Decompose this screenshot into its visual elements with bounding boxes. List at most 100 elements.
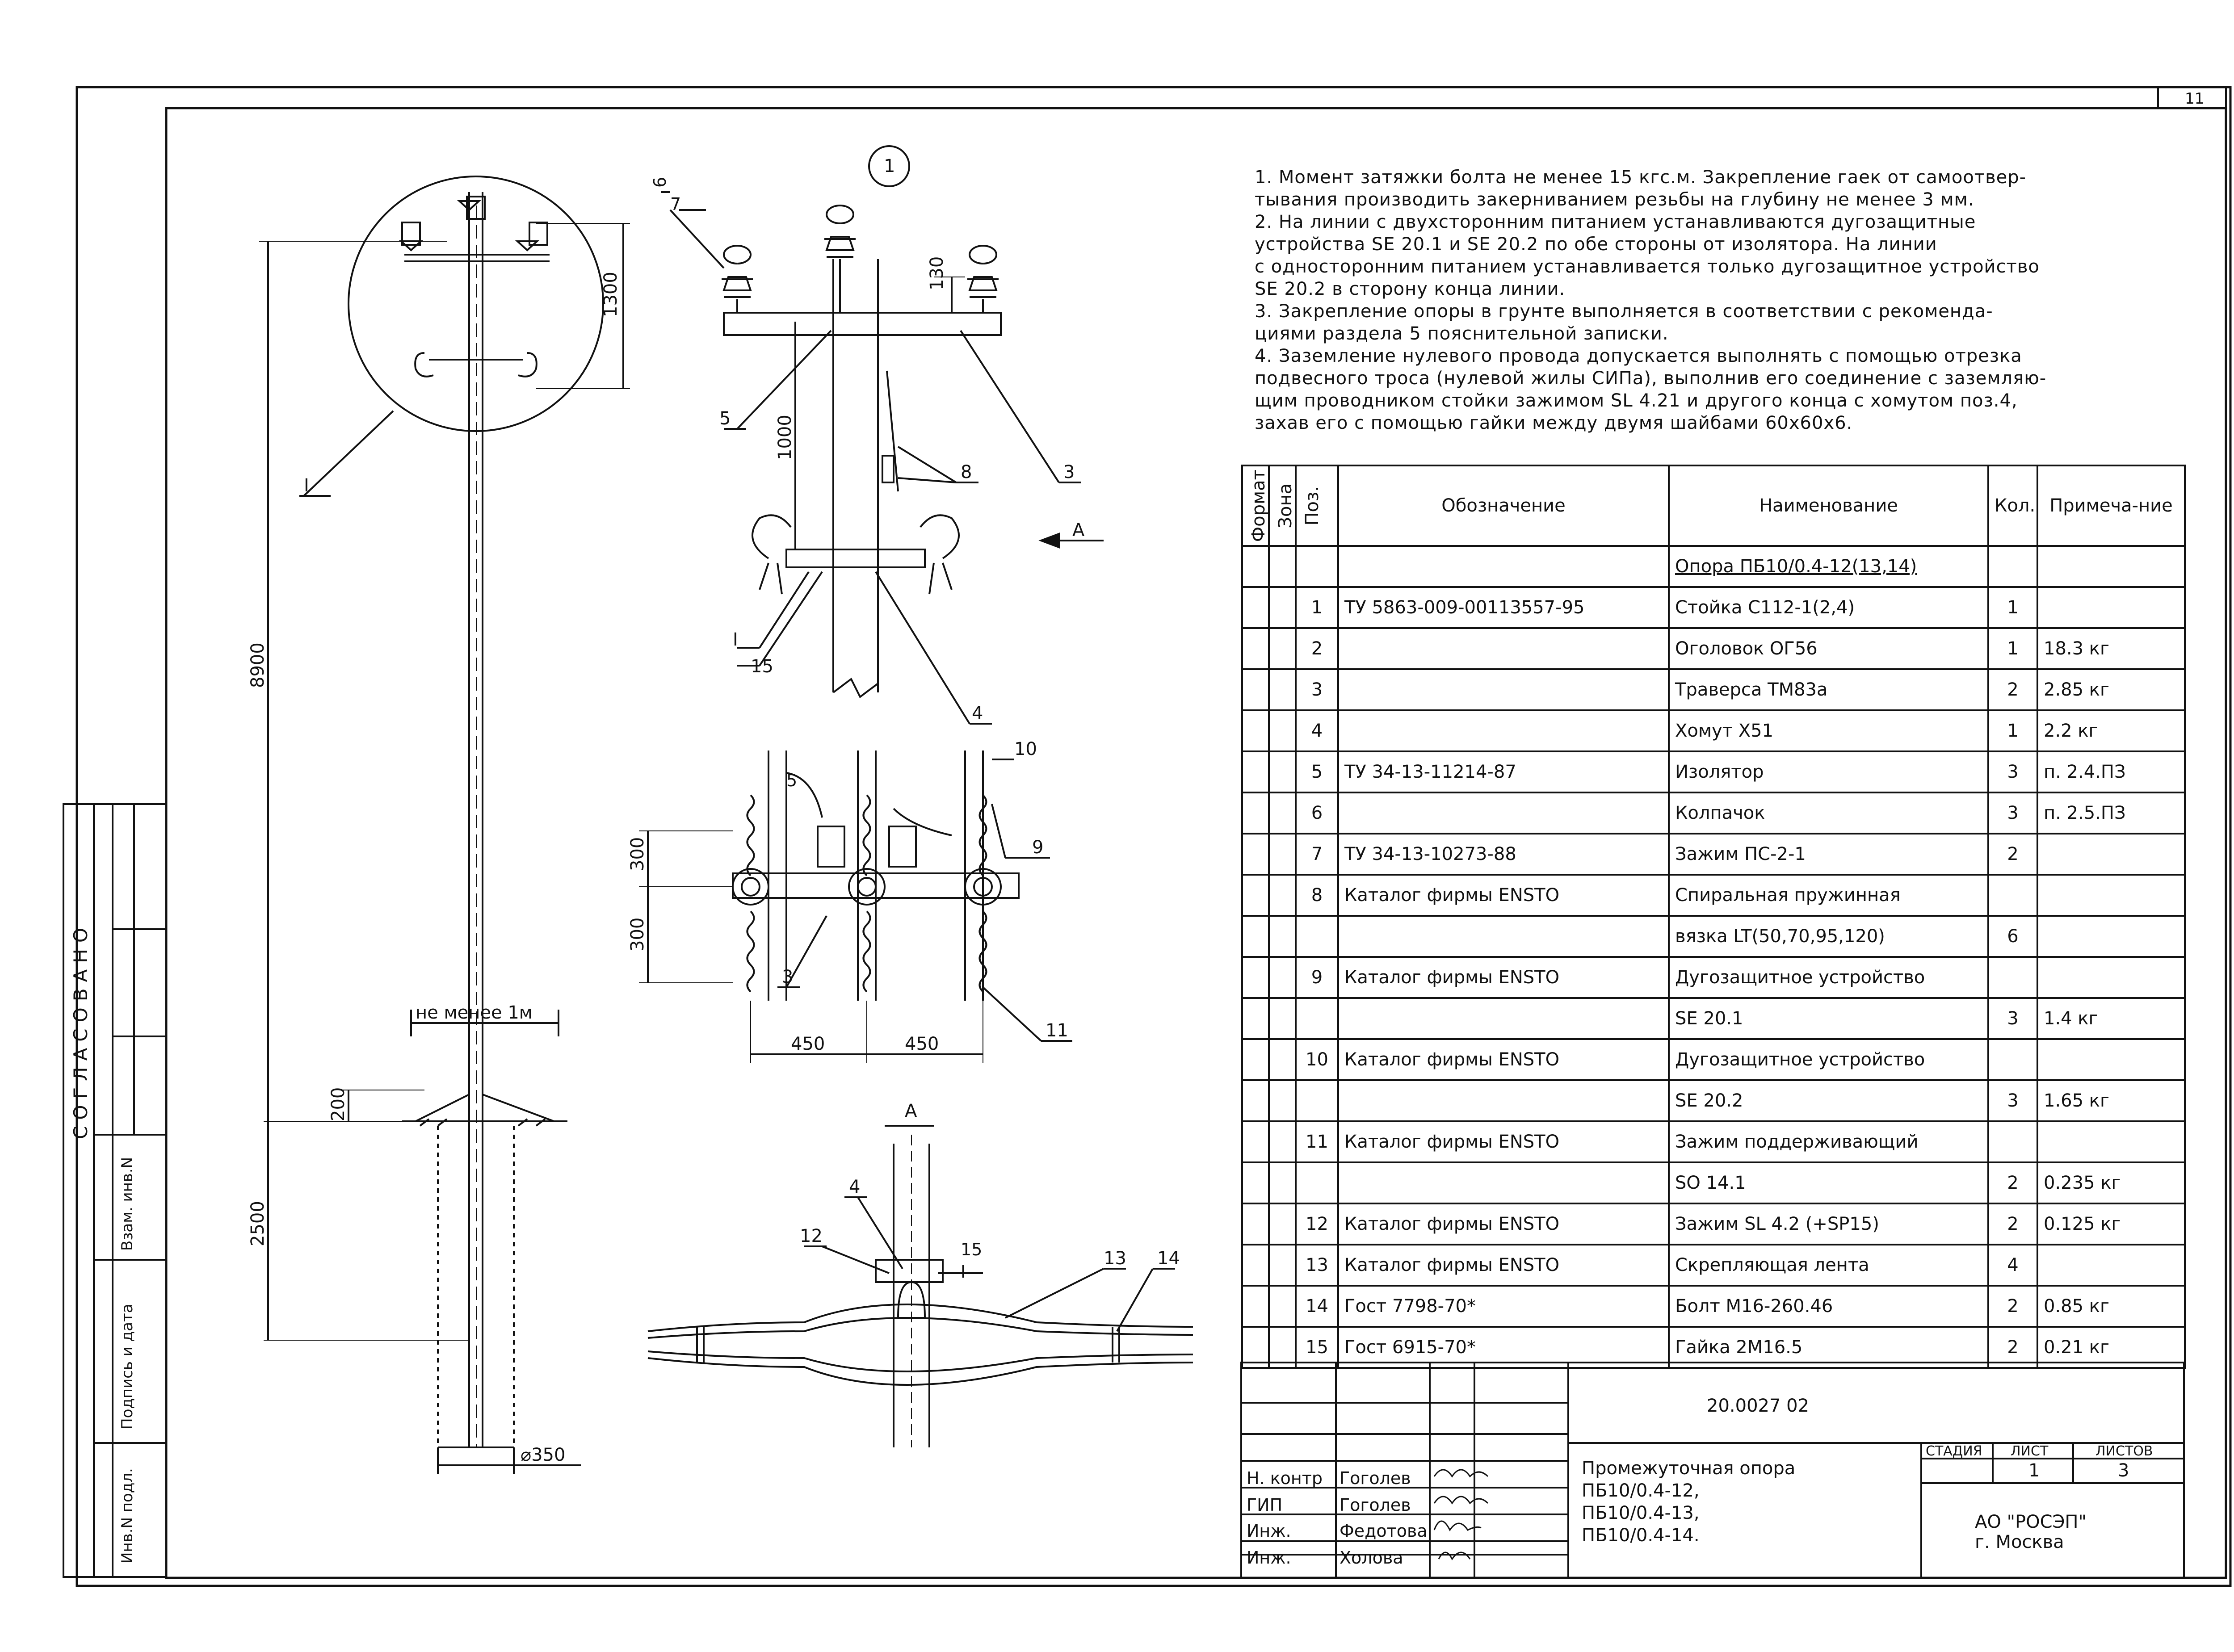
cell-qty: 2 bbox=[1987, 668, 2038, 711]
cell-zone bbox=[1268, 1203, 1297, 1245]
cell-qty: 2 bbox=[1987, 1161, 2038, 1204]
cell-zone bbox=[1268, 1285, 1297, 1328]
org-line-1: АО "РОСЭП" bbox=[1975, 1512, 2087, 1532]
role-4: Инж. bbox=[1247, 1548, 1291, 1568]
cell-pos: 6 bbox=[1295, 792, 1339, 834]
role-3: Инж. bbox=[1247, 1521, 1291, 1541]
cell-format bbox=[1241, 997, 1270, 1040]
dim-plan-300-top: 300 bbox=[627, 837, 648, 871]
cell-format bbox=[1241, 1120, 1270, 1163]
cell-name: Дугозащитное устройство bbox=[1668, 1038, 1989, 1081]
cell-name: Колпачок bbox=[1668, 792, 1989, 834]
callout-2: 3 bbox=[1063, 462, 1075, 482]
callout-15: I bbox=[733, 629, 738, 650]
callout-13: 14 bbox=[1157, 1248, 1180, 1269]
cell-name: SE 20.2 bbox=[1668, 1079, 1989, 1122]
note-line: щим проводником стойки зажимом SL 4.21 и… bbox=[1255, 390, 2018, 411]
cell-designation bbox=[1337, 668, 1670, 711]
cell-name: Дугозащитное устройство bbox=[1668, 956, 1989, 999]
cell-designation bbox=[1337, 1161, 1670, 1204]
cell-designation bbox=[1337, 627, 1670, 670]
cell-pos: 2 bbox=[1295, 627, 1339, 670]
cell-zone bbox=[1268, 751, 1297, 793]
cell-qty: 1 bbox=[1987, 586, 2038, 629]
cell-name: Стойка С112-1(2,4) bbox=[1668, 586, 1989, 629]
side-field-signature: Подпись и дата bbox=[118, 1304, 136, 1430]
cell-pos: 12 bbox=[1295, 1203, 1339, 1245]
cell-format bbox=[1241, 545, 1270, 588]
note-line: подвесного троса (нулевой жилы СИПа), вы… bbox=[1255, 368, 2047, 389]
cell-format bbox=[1241, 709, 1270, 752]
cell-qty: 2 bbox=[1987, 1285, 2038, 1328]
dim-min-1m: не менее 1м bbox=[416, 1002, 533, 1023]
cell-qty bbox=[1987, 956, 2038, 999]
callout-9: 10 bbox=[1014, 739, 1037, 759]
cell-qty: 3 bbox=[1987, 792, 2038, 834]
callout-4b: 5 bbox=[786, 771, 797, 790]
cell-format bbox=[1241, 668, 1270, 711]
callout-11: 12 bbox=[800, 1226, 823, 1246]
callout-5: 6 bbox=[650, 177, 670, 188]
cell-note: 0.21 кг bbox=[2037, 1326, 2186, 1369]
cell-zone bbox=[1268, 1120, 1297, 1163]
side-stamp bbox=[63, 803, 167, 1578]
cell-note: 0.85 кг bbox=[2037, 1285, 2186, 1328]
dim-2500: 2500 bbox=[248, 1201, 268, 1246]
cell-name: Хомут Х51 bbox=[1668, 709, 1989, 752]
cell-format bbox=[1241, 627, 1270, 670]
dim-plan-450-right: 450 bbox=[905, 1034, 939, 1054]
cell-qty bbox=[1987, 1038, 2038, 1081]
cell-qty bbox=[1987, 545, 2038, 588]
cell-pos bbox=[1295, 545, 1339, 588]
note-line: с односторонним питанием устанавливается… bbox=[1255, 256, 2040, 277]
cell-qty: 6 bbox=[1987, 915, 2038, 958]
cell-name: Траверса ТМ83а bbox=[1668, 668, 1989, 711]
cell-designation: ТУ 34-13-10273-88 bbox=[1337, 833, 1670, 876]
cell-note bbox=[2037, 1038, 2186, 1081]
cell-pos: 5 bbox=[1295, 751, 1339, 793]
note-line: 2. На линии с двухсторонним питанием уст… bbox=[1255, 212, 1976, 232]
header-pos: Поз. bbox=[1295, 465, 1339, 547]
cell-designation: Каталог фирмы ENSTO bbox=[1337, 956, 1670, 999]
cell-note bbox=[2037, 833, 2186, 876]
cell-pos: 1 bbox=[1295, 586, 1339, 629]
cell-note: 0.125 кг bbox=[2037, 1203, 2186, 1245]
dim-1000: 1000 bbox=[775, 415, 795, 460]
cell-zone bbox=[1268, 668, 1297, 711]
cell-designation bbox=[1337, 915, 1670, 958]
stage-label: СТАДИЯ bbox=[1926, 1443, 1982, 1459]
cell-note: 2.85 кг bbox=[2037, 668, 2186, 711]
cell-pos: 7 bbox=[1295, 833, 1339, 876]
header-designation: Обозначение bbox=[1337, 465, 1670, 547]
page-number-box bbox=[2157, 86, 2227, 109]
cell-name: Болт М16-260.46 bbox=[1668, 1285, 1989, 1328]
view-number: 1 bbox=[884, 156, 895, 176]
cell-designation: Каталог фирмы ENSTO bbox=[1337, 1203, 1670, 1245]
cell-format bbox=[1241, 1079, 1270, 1122]
cell-zone bbox=[1268, 915, 1297, 958]
cell-qty bbox=[1987, 1120, 2038, 1163]
cell-qty: 1 bbox=[1987, 709, 2038, 752]
dim-plan-300-bottom: 300 bbox=[627, 918, 648, 952]
view-arrow-A: A bbox=[1072, 520, 1085, 541]
note-line: 4. Заземление нулевого провода допускает… bbox=[1255, 346, 2022, 366]
cell-name: Гайка 2М16.5 bbox=[1668, 1326, 1989, 1369]
callout-10: 11 bbox=[1046, 1020, 1068, 1041]
cell-designation bbox=[1337, 997, 1670, 1040]
cell-format bbox=[1241, 1203, 1270, 1245]
agreed-label: СОГЛАСОВАНО bbox=[70, 922, 92, 1139]
cell-pos: 15 bbox=[1295, 1326, 1339, 1369]
cell-pos: 8 bbox=[1295, 874, 1339, 917]
cell-format bbox=[1241, 586, 1270, 629]
sheets-value: 3 bbox=[2118, 1460, 2129, 1481]
cell-name: вязка LT(50,70,95,120) bbox=[1668, 915, 1989, 958]
